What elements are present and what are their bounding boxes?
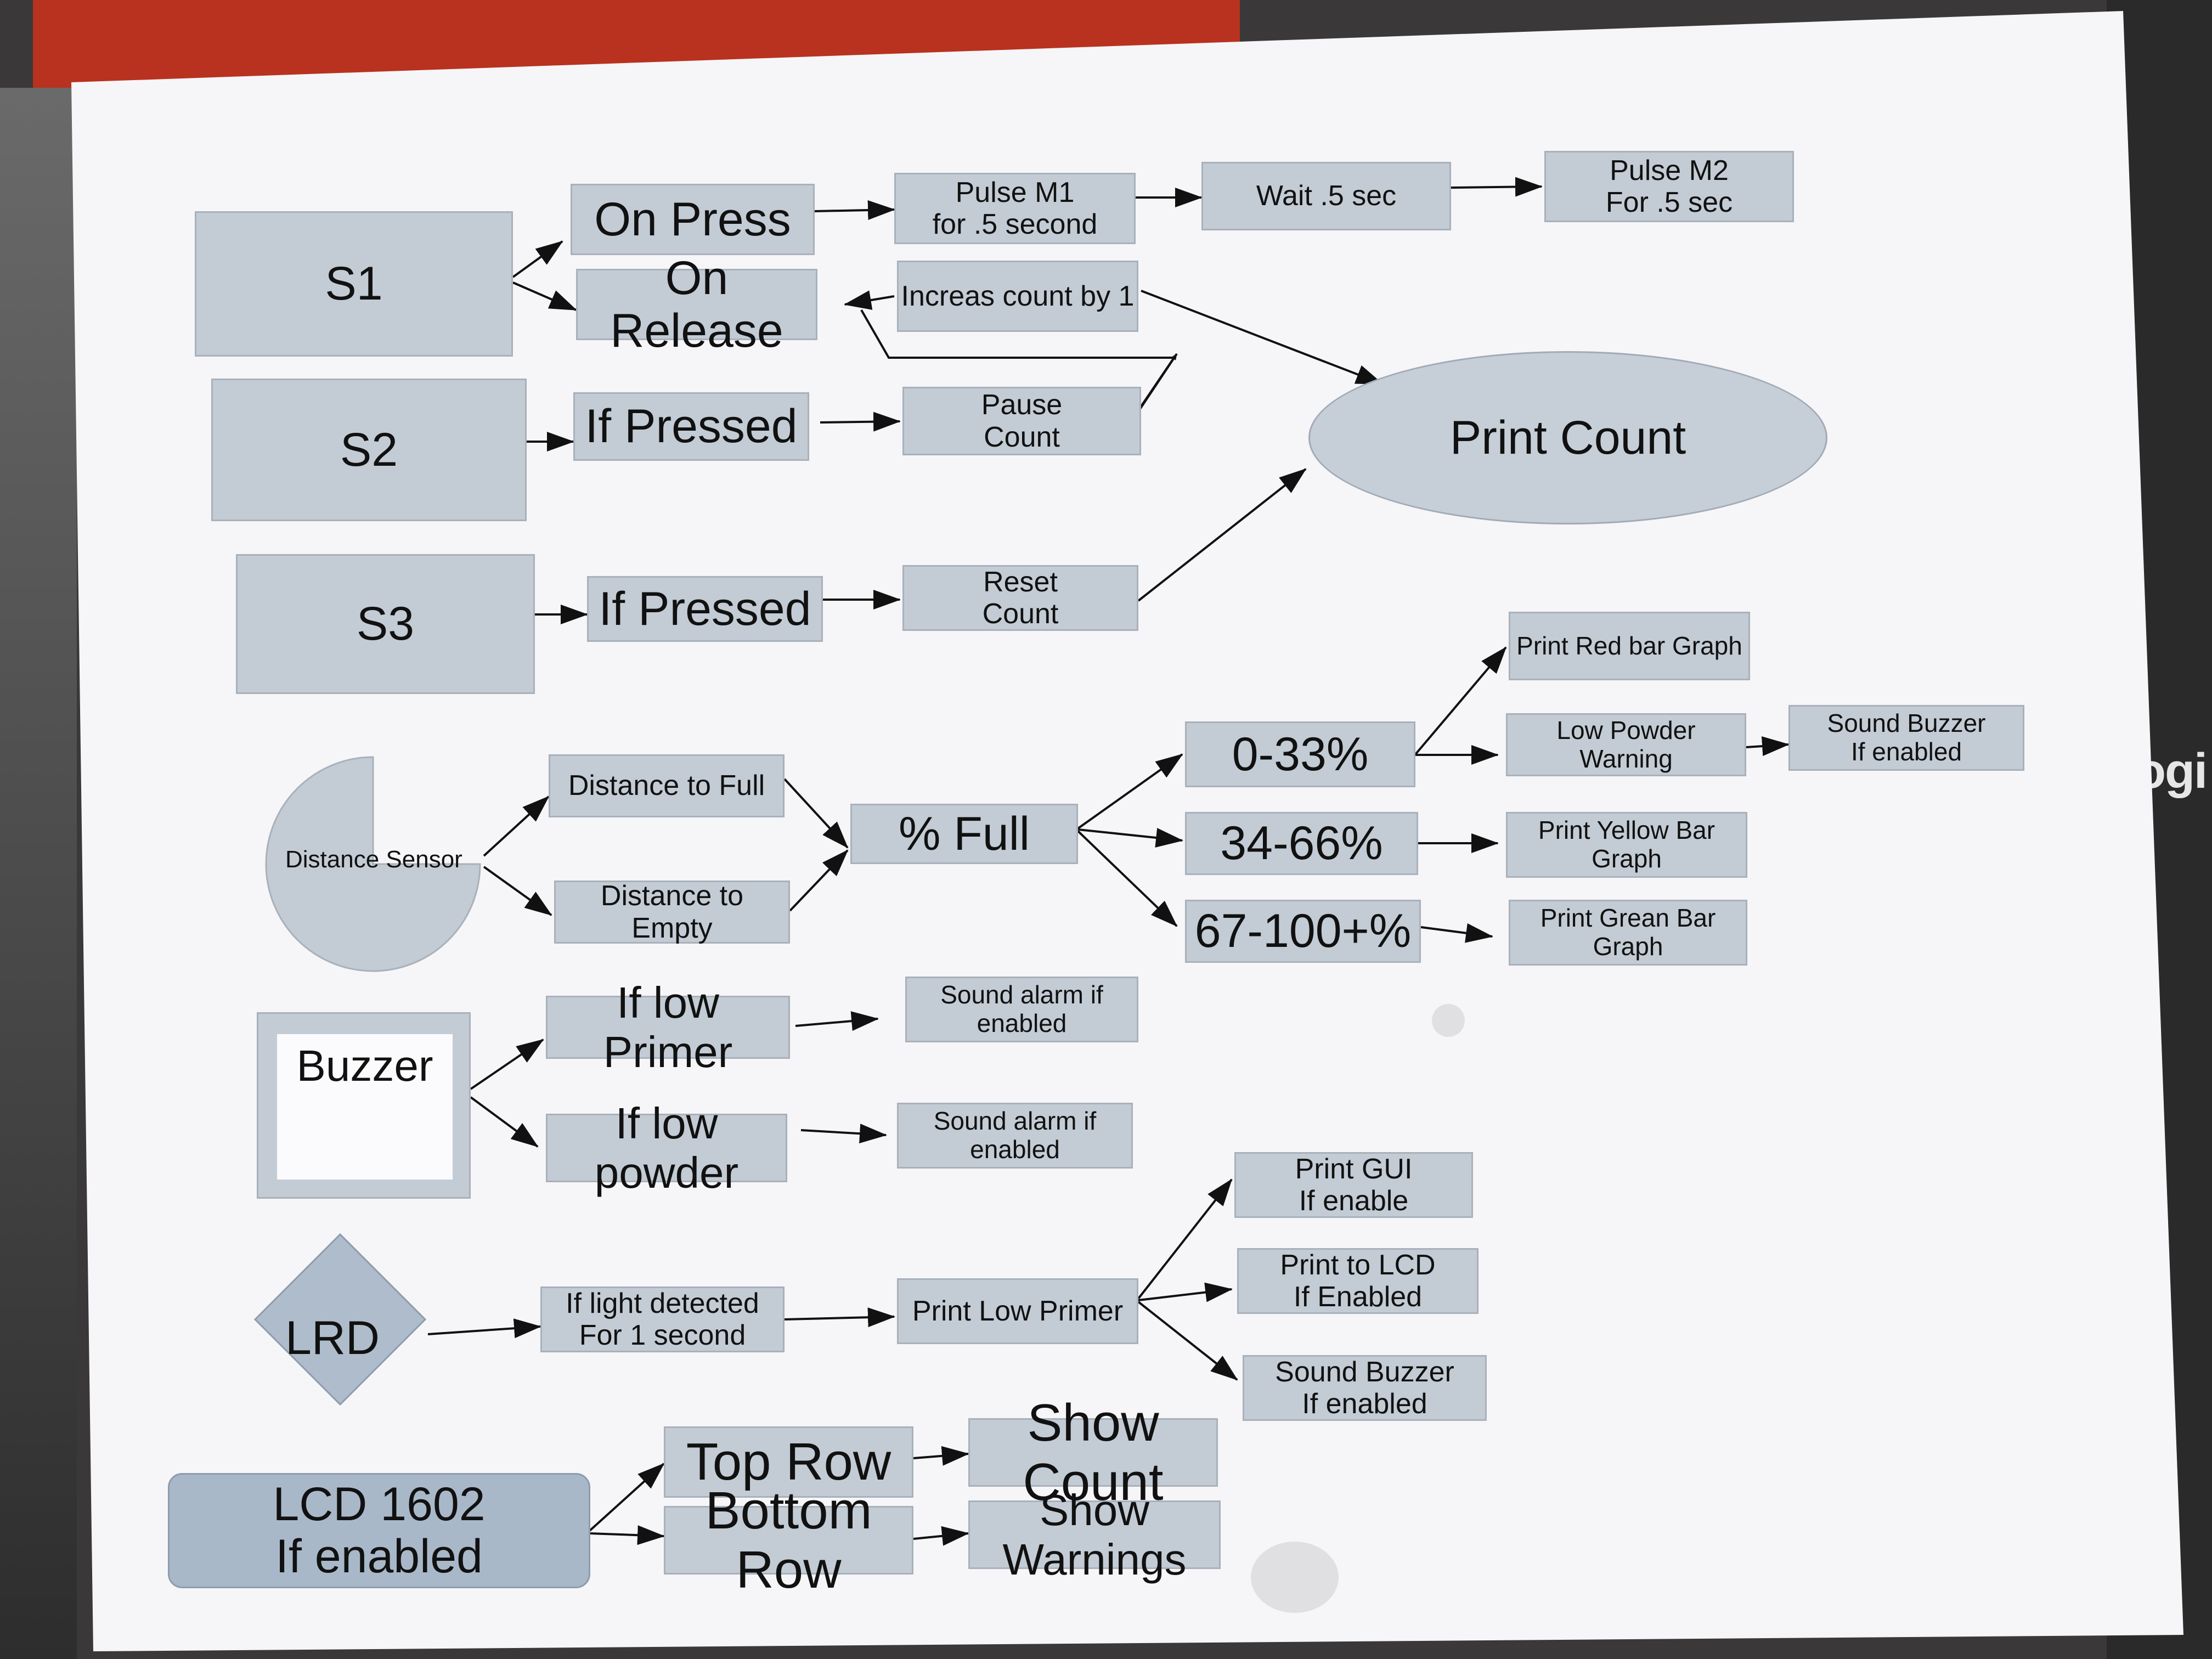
node-print-count: Print Count [1308, 351, 1827, 524]
node-buzzer: Buzzer [277, 1034, 453, 1180]
paper-stain [1432, 1004, 1465, 1037]
node-top-row: Top Row [664, 1426, 913, 1498]
node-print-low-primer: Print Low Primer [897, 1278, 1138, 1344]
node-if-pressed-s2: If Pressed [573, 392, 809, 461]
node-if-light-detected: If light detected For 1 second [540, 1286, 785, 1352]
node-s2: S2 [211, 379, 527, 521]
node-if-low-primer: If low Primer [546, 978, 790, 1076]
node-distance-sensor: Distance Sensor [285, 846, 462, 873]
background-left-edge [0, 88, 77, 1659]
node-if-low-powder: If low powder [546, 1099, 787, 1197]
node-wait: Wait .5 sec [1201, 162, 1451, 230]
node-distance-to-empty: Distance to Empty [554, 880, 790, 944]
node-distance-to-full: Distance to Full [549, 754, 785, 817]
node-sound-buzzer-top: Sound Buzzer If enabled [1788, 705, 2024, 771]
node-print-yellow: Print Yellow Bar Graph [1506, 812, 1747, 878]
node-pause-count: Pause Count [902, 387, 1141, 455]
node-print-green: Print Grean Bar Graph [1509, 900, 1747, 966]
node-on-release: On Release [576, 252, 817, 357]
node-increase-count: Increas count by 1 [897, 261, 1138, 332]
node-show-warnings: Show Warnings [968, 1486, 1221, 1584]
node-print-red: Print Red bar Graph [1509, 612, 1750, 680]
node-s1: S1 [195, 211, 513, 357]
node-sound-alarm-2: Sound alarm if enabled [897, 1103, 1133, 1169]
node-on-press: On Press [571, 184, 815, 255]
node-bottom-row: Bottom Row [664, 1481, 913, 1599]
node-reset-count: Reset Count [902, 565, 1138, 631]
node-if-pressed-s3: If Pressed [587, 576, 823, 642]
node-range-0-33: 0-33% [1185, 721, 1415, 787]
node-lcd-1602: LCD 1602 If enabled [168, 1473, 590, 1588]
node-percent-full: % Full [850, 804, 1078, 864]
node-range-67-100: 67-100+% [1185, 900, 1421, 963]
node-print-to-lcd: Print to LCD If Enabled [1237, 1248, 1479, 1314]
node-sound-buzzer-bottom: Sound Buzzer If enabled [1243, 1355, 1487, 1421]
node-sound-alarm-1: Sound alarm if enabled [905, 977, 1138, 1042]
node-range-34-66: 34-66% [1185, 812, 1418, 875]
node-lrd: LRD [285, 1312, 380, 1364]
node-s3: S3 [236, 554, 535, 694]
node-show-count: Show Count [968, 1393, 1218, 1511]
node-pulse-m2: Pulse M2 For .5 sec [1544, 151, 1794, 222]
node-low-powder-warning: Low Powder Warning [1506, 713, 1746, 776]
paper-stain [1251, 1542, 1339, 1613]
node-print-gui: Print GUI If enable [1234, 1152, 1473, 1218]
node-pulse-m1: Pulse M1 for .5 second [894, 173, 1136, 244]
